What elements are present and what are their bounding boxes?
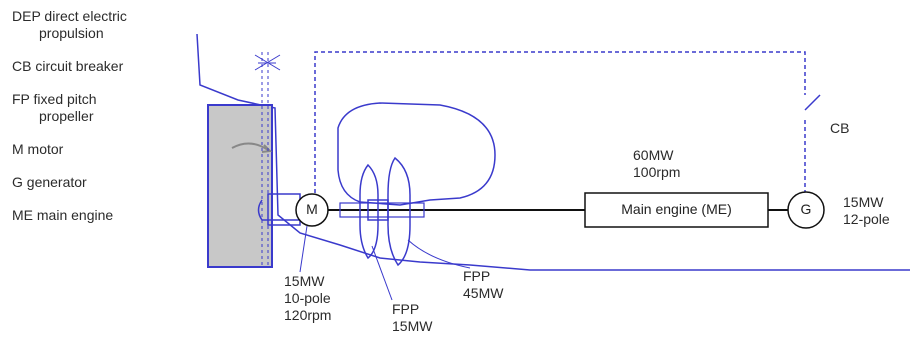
propeller-fpp-45mw xyxy=(387,156,411,267)
motor-symbol-label: M xyxy=(306,201,318,217)
legend-item-cb: CB circuit breaker xyxy=(12,58,127,75)
rudder-block xyxy=(207,104,273,268)
fpp-fwd-power-label: 15MW xyxy=(392,318,433,334)
legend-item-m: M motor xyxy=(12,141,127,158)
stern-bulb xyxy=(337,102,496,206)
legend-item-me: ME main engine xyxy=(12,207,127,224)
legend-item-dep: DEP direct electric propulsion xyxy=(12,8,127,42)
legend-item-g: G generator xyxy=(12,174,127,191)
legend-item-fp: FP fixed pitch propeller xyxy=(12,91,127,125)
control-line xyxy=(314,51,806,200)
legend-text: CB circuit breaker xyxy=(12,58,124,74)
abbreviation-legend: DEP direct electric propulsion CB circui… xyxy=(12,8,127,240)
generator-power-label: 15MW xyxy=(843,194,884,210)
rudder-turn-arrow xyxy=(231,142,269,151)
pod-housing xyxy=(267,193,301,226)
legend-text: G generator xyxy=(12,174,87,190)
hull-outline xyxy=(196,33,910,271)
motor-symbol xyxy=(295,193,329,227)
engine-power-label: 60MW xyxy=(633,147,674,163)
main-engine-label: Main engine (ME) xyxy=(621,201,732,217)
cb-label: CB xyxy=(830,120,850,136)
propeller-hub xyxy=(367,199,389,221)
legend-text: M motor xyxy=(12,141,64,157)
motor-speed-label: 120rpm xyxy=(284,307,332,323)
propeller-fpp-15mw xyxy=(359,163,379,260)
main-engine-box xyxy=(584,192,769,228)
motor-poles-label: 10-pole xyxy=(284,290,331,306)
fpp-aft-leader xyxy=(371,245,393,301)
legend-text: DEP direct electric xyxy=(12,8,127,24)
fpp-aft-label: FPP xyxy=(463,268,491,284)
fpp-aft-power-label: 45MW xyxy=(463,285,504,301)
engine-speed-label: 100rpm xyxy=(633,164,681,180)
legend-text: FP fixed pitch xyxy=(12,91,97,107)
fpp-fwd-leader xyxy=(407,239,471,269)
legend-text: propeller xyxy=(39,108,94,124)
motor-leader xyxy=(299,225,308,273)
legend-text: propulsion xyxy=(39,25,104,41)
generator-symbol xyxy=(787,191,825,229)
cb-switch xyxy=(804,94,821,111)
legend-text: ME main engine xyxy=(12,207,114,223)
generator-symbol-label: G xyxy=(800,201,812,217)
generator-poles-label: 12-pole xyxy=(843,211,890,227)
motor-power-label: 15MW xyxy=(284,273,325,289)
fpp-fwd-label: FPP xyxy=(392,301,420,317)
